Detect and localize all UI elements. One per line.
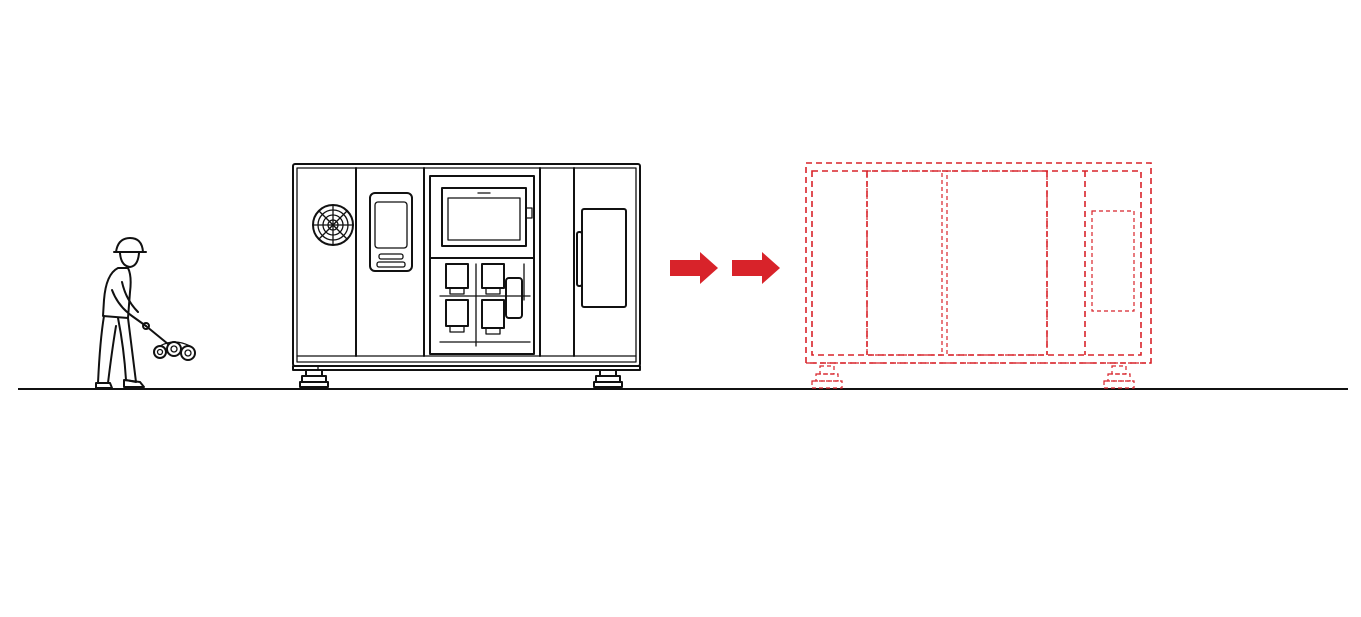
leveling-foot-right bbox=[593, 369, 623, 388]
dashed-foot-left bbox=[811, 365, 843, 389]
fan-icon bbox=[312, 204, 354, 246]
worker-icon bbox=[95, 237, 196, 389]
control-panel-icon bbox=[369, 192, 413, 272]
door-panel bbox=[576, 208, 627, 308]
leveling-foot-left bbox=[299, 369, 329, 388]
monitor-screen-icon bbox=[441, 187, 533, 247]
machine-cabinet bbox=[292, 163, 641, 388]
dashed-foot-right bbox=[1103, 365, 1135, 389]
arrow-right-icon bbox=[670, 252, 718, 284]
pump-assembly-icon bbox=[439, 263, 531, 347]
arrow-right-icon bbox=[732, 252, 780, 284]
dashed-machine-outline bbox=[805, 162, 1152, 389]
